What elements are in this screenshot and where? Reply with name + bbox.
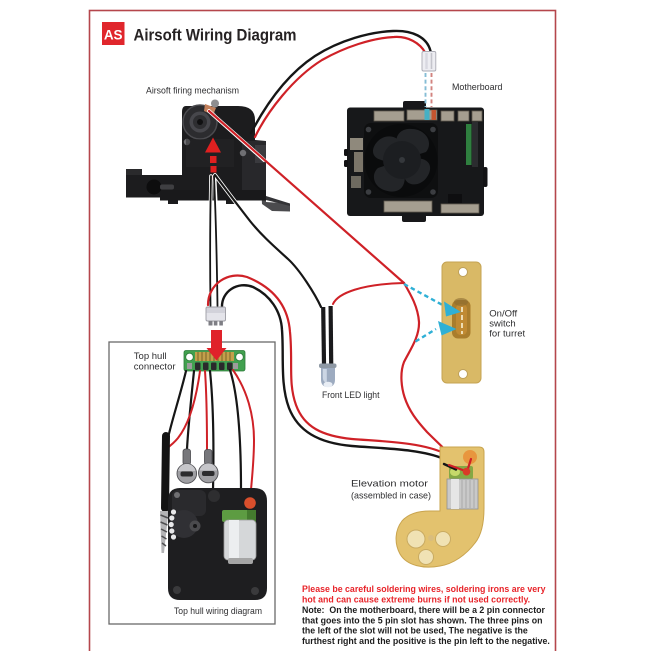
svg-text:connector: connector	[134, 361, 176, 372]
svg-text:furthest right and the positiv: furthest right and the positive is the p…	[302, 636, 550, 646]
svg-text:Front LED light: Front LED light	[322, 390, 380, 401]
svg-text:that goes into the 5 pin slot: that goes into the 5 pin slot has shown.…	[302, 615, 542, 625]
svg-text:Please be careful soldering wi: Please be careful soldering wires, solde…	[302, 584, 546, 594]
svg-text:Airsoft firing mechanism: Airsoft firing mechanism	[146, 86, 239, 97]
svg-text:hot and can cause extreme burn: hot and can cause extreme burns if not u…	[302, 594, 530, 604]
svg-text:Top hull: Top hull	[134, 351, 167, 362]
svg-text:Elevation motor: Elevation motor	[351, 479, 428, 490]
svg-text:On/Off: On/Off	[489, 309, 517, 320]
svg-text:Airsoft Wiring Diagram: Airsoft Wiring Diagram	[134, 27, 297, 45]
svg-text:Motherboard: Motherboard	[452, 82, 503, 93]
svg-text:Note: On the motherboard, the: Note: On the motherboard, there will be …	[302, 605, 545, 615]
svg-text:AS: AS	[104, 28, 123, 43]
svg-text:for turret: for turret	[489, 328, 525, 339]
svg-text:(assembled in case): (assembled in case)	[351, 491, 431, 502]
svg-text:Top hull wiring diagram: Top hull wiring diagram	[174, 606, 262, 617]
svg-text:switch: switch	[489, 318, 515, 329]
svg-text:the left of the slot will not: the left of the slot will not be used, T…	[302, 626, 528, 636]
